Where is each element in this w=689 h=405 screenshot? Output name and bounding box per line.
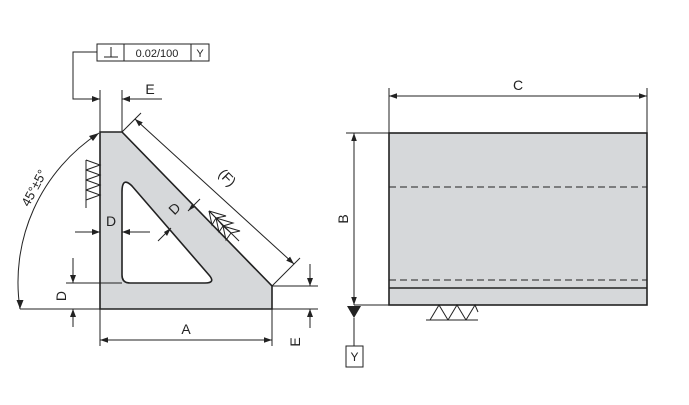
label-d-bottom: D — [53, 291, 69, 301]
dimension-d-inner-horizontal: D — [75, 213, 150, 235]
label-b: B — [335, 214, 351, 223]
datum-label: Y — [350, 350, 358, 364]
tolerance-frame: 0.02/100 Y — [72, 43, 210, 102]
surface-finish-triangles-icon — [426, 303, 479, 321]
label-a: A — [181, 321, 191, 337]
left-view: 0.02/100 Y E 45°±5° (F) — [16, 43, 318, 347]
dimension-b: B — [335, 132, 389, 305]
dimension-d-bottom: D — [53, 258, 122, 327]
datum-triangle-icon — [347, 306, 361, 318]
surface-finish-triangles-icon — [85, 159, 102, 208]
dimension-c: C — [388, 77, 648, 133]
label-d-inner-horizontal: D — [106, 213, 116, 229]
plate-side-view — [388, 132, 648, 306]
tolerance-value: 0.02/100 — [136, 48, 179, 60]
right-view: C B Y — [335, 77, 648, 368]
datum-y: Y — [345, 304, 389, 368]
dimension-e-right: E — [272, 264, 318, 347]
tolerance-datum: Y — [196, 48, 204, 60]
label-e-top: E — [145, 81, 154, 97]
dimension-a: A — [99, 309, 273, 346]
surface-finish-triangles-icon — [208, 210, 241, 242]
label-c: C — [513, 77, 523, 93]
perpendicularity-symbol — [104, 47, 118, 58]
label-e-right: E — [287, 337, 303, 346]
dimension-e-top: E — [99, 81, 162, 132]
label-f: (F) — [216, 165, 240, 189]
